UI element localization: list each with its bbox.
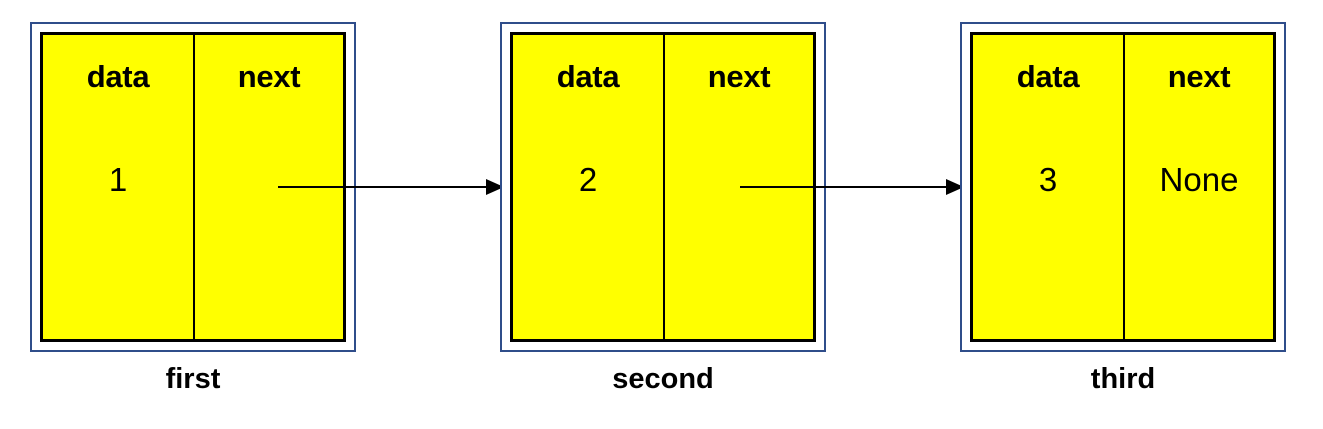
node-first-data-cell: data 1	[43, 35, 193, 339]
node-box-first: data 1 next	[40, 32, 346, 342]
node-second-next-header: next	[707, 59, 771, 94]
node-third-next-cell: next None	[1123, 35, 1273, 339]
node-box-second: data 2 next	[510, 32, 816, 342]
node-first-data-value: 1	[108, 161, 128, 198]
list-node-first[interactable]: data 1 next	[30, 22, 356, 352]
node-label-first: first	[165, 363, 221, 395]
node-first-next-header: next	[237, 59, 301, 94]
node-third-data-header: data	[1016, 59, 1080, 94]
node-second-data-value: 2	[578, 161, 598, 198]
arrow-first-to-second	[278, 175, 504, 199]
node-second-data-cell: data 2	[513, 35, 663, 339]
node-third-next-value: None	[1159, 161, 1239, 198]
node-third-data-value: 3	[1038, 161, 1058, 198]
list-node-second[interactable]: data 2 next	[500, 22, 826, 352]
node-second-data-header: data	[556, 59, 620, 94]
node-first-data-header: data	[86, 59, 150, 94]
node-third-data-cell: data 3	[973, 35, 1123, 339]
node-label-third: third	[1090, 363, 1156, 395]
arrow-second-to-third	[740, 175, 964, 199]
node-third-next-header: next	[1167, 59, 1231, 94]
node-box-third: data 3 next None	[970, 32, 1276, 342]
node-label-second: second	[612, 363, 714, 395]
list-node-third[interactable]: data 3 next None	[960, 22, 1286, 352]
